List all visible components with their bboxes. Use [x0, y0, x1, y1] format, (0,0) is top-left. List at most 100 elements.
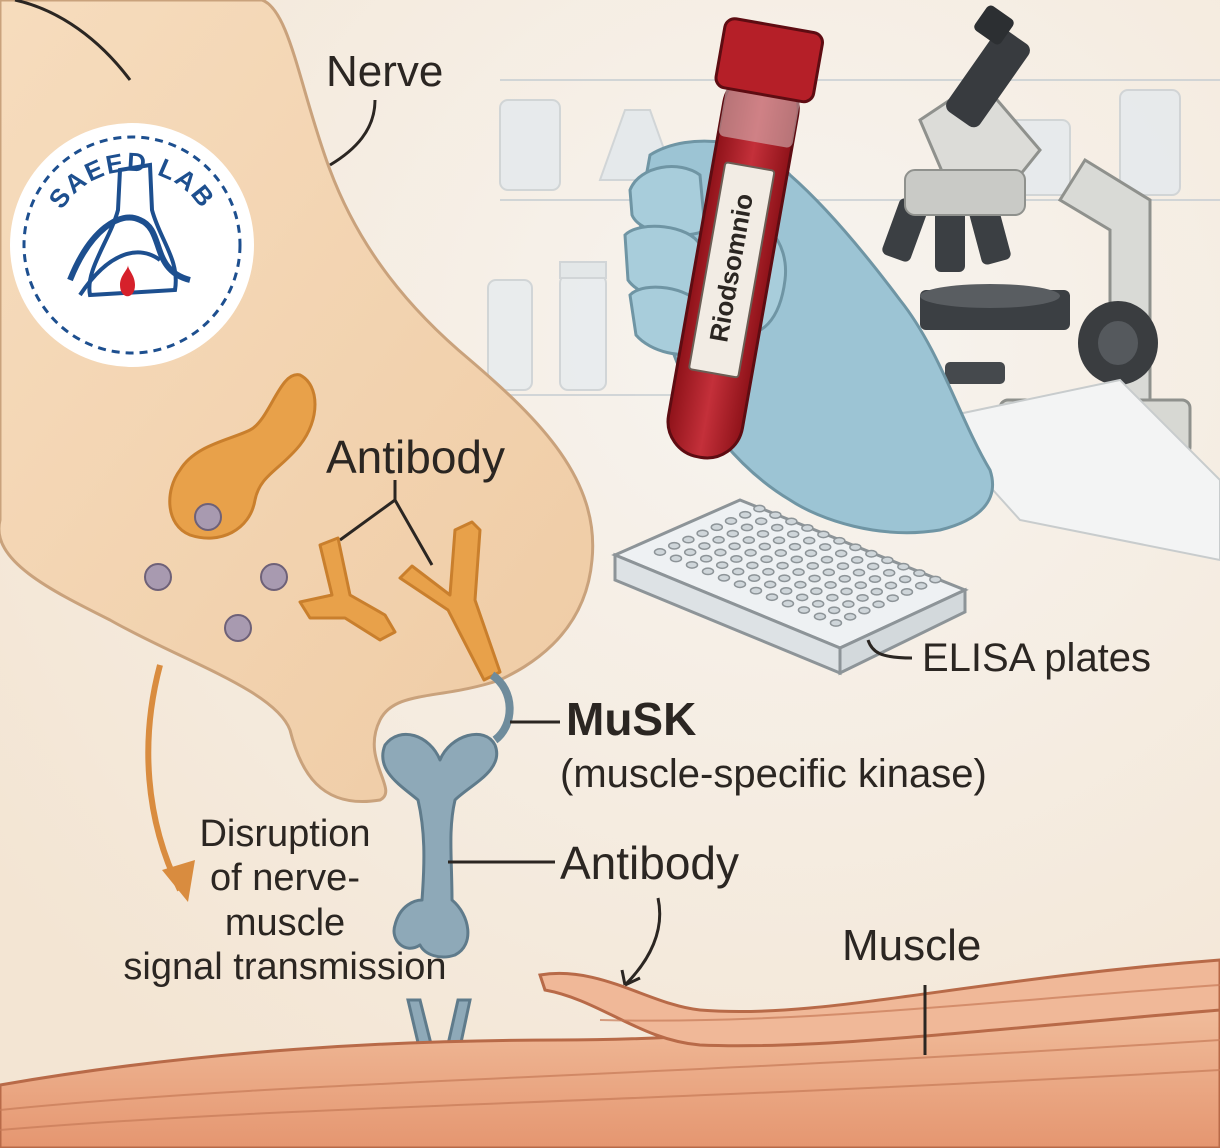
plate-well [818, 543, 832, 551]
disruption-line-1: Disruption [199, 813, 371, 855]
plate-well [866, 562, 880, 571]
plate-well [788, 542, 802, 551]
antibody-icon [398, 520, 502, 682]
plate-well [715, 561, 729, 570]
plate-well [698, 542, 711, 550]
plate-well [794, 580, 807, 589]
plate-well [797, 606, 811, 614]
muscle-tissue [0, 958, 1220, 1148]
muscle-label: Muscle [842, 921, 982, 970]
musk-receptor-icon [381, 732, 499, 959]
plate-well [730, 555, 743, 563]
musk-fullname-label: (muscle-specific kinase) [560, 752, 987, 796]
plate-well [724, 517, 738, 525]
plate-well [746, 561, 759, 570]
plate-well [868, 575, 882, 583]
plate-well [822, 568, 836, 577]
plate-well [756, 529, 770, 538]
plate-well [804, 549, 818, 558]
plate-well [786, 530, 800, 539]
plate-well [843, 612, 857, 621]
antibody-mid-label: Antibody [560, 837, 740, 889]
plate-well [827, 606, 841, 615]
plate-well [770, 523, 784, 532]
vesicles [144, 373, 317, 642]
plate-well [801, 524, 814, 532]
plate-well [900, 588, 914, 596]
plate-well [731, 567, 745, 576]
disruption-label: Disruption of nerve- muscle signal trans… [80, 812, 490, 990]
nerve-label: Nerve [326, 47, 444, 96]
plate-well [856, 593, 869, 602]
antibody-top-label: Antibody [326, 431, 506, 483]
plate-well [762, 567, 775, 576]
antibody-link [489, 671, 514, 744]
plate-well [838, 574, 852, 583]
plate-well [897, 562, 910, 571]
plate-well [765, 593, 779, 602]
plate-well [785, 517, 798, 526]
plate-well [728, 542, 741, 551]
plate-well [772, 536, 786, 545]
plate-well [802, 536, 816, 545]
plate-well [742, 536, 756, 545]
plate-well [710, 523, 724, 532]
plate-well [833, 536, 846, 545]
disruption-line-2: of nerve- [210, 857, 360, 900]
plate-well [820, 555, 834, 564]
plate-well [850, 556, 864, 564]
plate-well [858, 606, 871, 615]
plate-well [733, 580, 747, 589]
plate-well [714, 548, 727, 557]
plate-well [776, 561, 789, 570]
plate-well [769, 511, 782, 519]
plate-well [914, 581, 928, 590]
plate-well [849, 543, 862, 552]
plate-well [842, 600, 855, 609]
disruption-line-4: signal transmission [123, 946, 447, 989]
plate-well [740, 523, 754, 532]
plate-well [865, 549, 878, 558]
antibody-top-leader [339, 480, 434, 566]
plate-well [886, 594, 900, 603]
disruption-arrow [145, 664, 195, 902]
plate-well [669, 554, 683, 563]
plate-well [685, 560, 699, 569]
plate-well [667, 541, 681, 550]
plate-well [747, 574, 761, 582]
plate-well [884, 581, 898, 590]
plate-well [898, 575, 912, 584]
plate-well [778, 574, 791, 583]
plate-well [758, 542, 772, 551]
plate-well [826, 593, 839, 602]
plate-well [813, 612, 827, 621]
plate-well [872, 600, 885, 609]
plate-well [840, 587, 853, 596]
blood-tube-icon: Riodsomnio [666, 17, 824, 460]
plate-well [683, 548, 697, 557]
nerve-outline-line [14, 0, 132, 81]
plate-well [726, 529, 740, 538]
plate-well [824, 581, 837, 589]
plate-well [852, 568, 866, 577]
plate-well [792, 568, 805, 577]
plate-well [829, 619, 843, 627]
plate-well [682, 535, 695, 544]
plate-well [717, 573, 731, 582]
plate-well [754, 517, 768, 526]
plate-well [811, 599, 825, 608]
plate-well [760, 555, 773, 564]
lab-coat-sleeve [928, 378, 1220, 562]
plate-well [929, 575, 942, 584]
disruption-line-3: muscle [224, 901, 346, 944]
plate-well [781, 599, 795, 608]
plate-well [790, 555, 804, 564]
musk-label: MuSK [566, 693, 697, 745]
plate-well [774, 549, 788, 557]
plate-well [913, 569, 926, 578]
leader-lines [448, 639, 927, 1055]
plate-well [854, 581, 868, 590]
plate-well [808, 574, 821, 583]
